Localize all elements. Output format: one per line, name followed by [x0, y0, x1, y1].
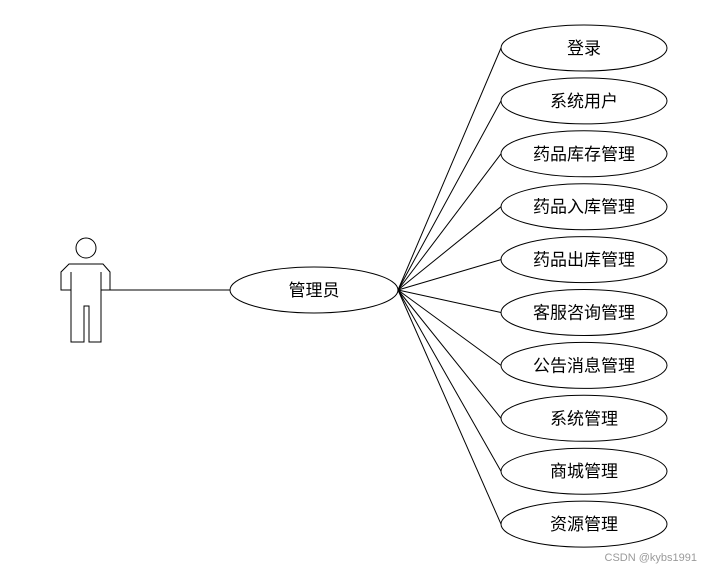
uc-resource-ellipse — [500, 500, 668, 548]
uc-login-ellipse — [500, 24, 668, 72]
association-line-uc-drug-out — [397, 259, 502, 291]
association-line-uc-system — [397, 289, 502, 419]
use-case-list: 登录系统用户药品库存管理药品入库管理药品出库管理客服咨询管理公告消息管理系统管理… — [500, 24, 668, 548]
uc-customer-service: 客服咨询管理 — [500, 289, 668, 336]
actor-figure — [60, 237, 111, 343]
association-line-uc-mall — [397, 289, 502, 472]
uc-announcement: 公告消息管理 — [500, 341, 668, 389]
uc-drug-out: 药品出库管理 — [500, 236, 668, 284]
uc-customer-service-label: 客服咨询管理 — [533, 304, 635, 324]
uc-drug-in-ellipse — [500, 183, 668, 231]
association-lines — [397, 47, 502, 525]
uc-mall-ellipse — [500, 447, 668, 495]
actor-body — [60, 263, 111, 343]
association-line-uc-resource — [397, 289, 502, 525]
uc-drug-stock-ellipse — [500, 130, 668, 178]
uc-login: 登录 — [500, 24, 668, 72]
center-usecase: 管理员 — [229, 266, 399, 314]
uc-announcement-ellipse — [500, 341, 668, 389]
uc-system-user: 系统用户 — [500, 77, 668, 125]
association-line-uc-drug-stock — [397, 153, 502, 291]
uc-mall-label: 商城管理 — [550, 462, 618, 482]
association-line-uc-system-user — [397, 100, 502, 291]
uc-announcement-label: 公告消息管理 — [533, 356, 635, 376]
uc-system-user-label: 系统用户 — [550, 92, 618, 112]
uc-drug-in: 药品入库管理 — [500, 183, 668, 231]
uc-mall: 商城管理 — [500, 447, 668, 495]
watermark: CSDN @kybs1991 — [605, 552, 697, 564]
actor-head — [75, 237, 97, 259]
uc-resource: 资源管理 — [500, 500, 668, 548]
uc-system-label: 系统管理 — [550, 409, 618, 429]
uc-drug-out-label: 药品出库管理 — [533, 251, 635, 271]
center-usecase-label: 管理员 — [289, 281, 340, 301]
uc-system-ellipse — [500, 394, 668, 442]
uc-resource-label: 资源管理 — [550, 515, 618, 535]
uc-system: 系统管理 — [500, 394, 668, 442]
uc-system-user-ellipse — [500, 77, 668, 125]
uc-drug-out-ellipse — [500, 236, 668, 284]
association-line-uc-customer-service — [397, 289, 502, 313]
association-line-uc-login — [397, 47, 502, 291]
uc-drug-stock-label: 药品库存管理 — [533, 145, 635, 165]
center-usecase-ellipse — [229, 266, 399, 314]
association-line-uc-drug-in — [397, 206, 502, 291]
uc-drug-stock: 药品库存管理 — [500, 130, 668, 178]
association-line-uc-announcement — [397, 289, 502, 366]
uc-login-label: 登录 — [567, 39, 601, 59]
uc-drug-in-label: 药品入库管理 — [533, 198, 635, 218]
uc-customer-service-ellipse — [500, 289, 668, 336]
